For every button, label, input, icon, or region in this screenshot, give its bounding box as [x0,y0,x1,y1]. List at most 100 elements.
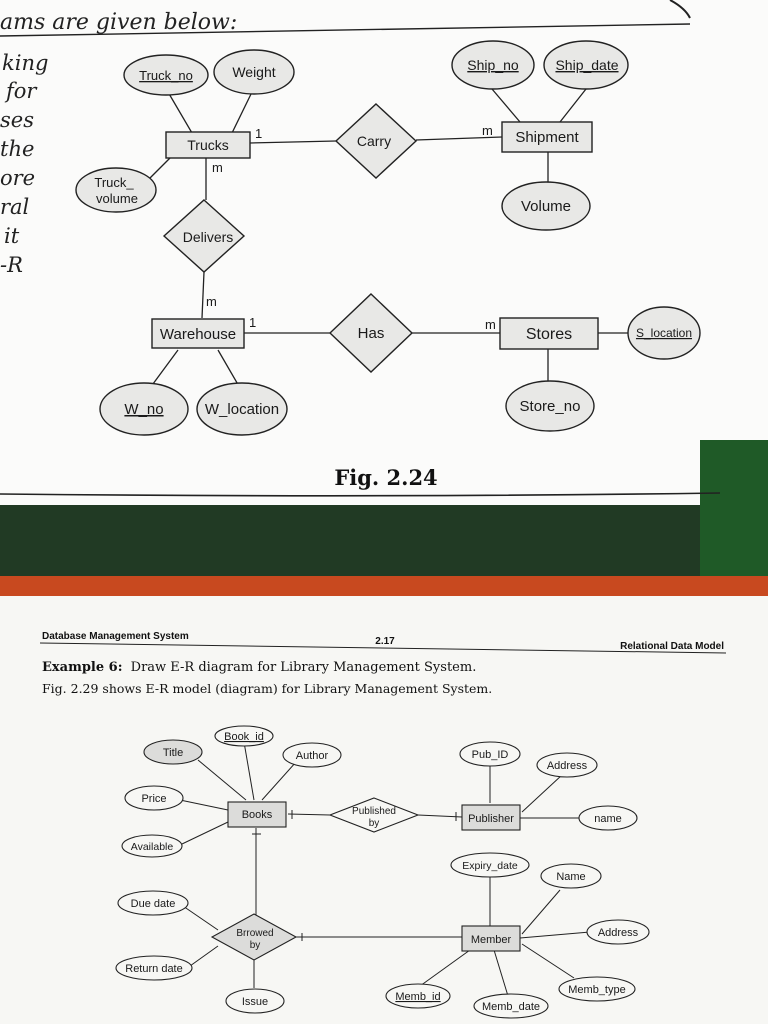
author-label: Author [296,750,329,762]
running-header-right: Relational Data Model [620,641,724,652]
ship-date-label: Ship_date [555,57,618,73]
member-address-label: Address [598,927,639,939]
memb-id-attribute [385,983,451,1009]
top-rule [0,23,691,37]
price-label: Price [141,793,166,805]
expiry-date-label: Expiry_date [462,860,518,872]
memb-date-label: Memb_date [482,1001,540,1013]
issue-attribute [225,988,285,1014]
weight-attribute [213,49,295,95]
w-location-attribute [196,382,288,436]
margin-word: it [4,224,20,248]
pub-id-attribute [459,741,521,767]
example-text: Draw E-R diagram for Library Management … [131,660,477,675]
brrowed-by-relationship [210,913,298,961]
truck-no-attribute [123,54,209,96]
margin-word: the [0,137,34,161]
memb-type-attribute [558,976,636,1002]
member-label: Member [471,934,512,946]
margin-word: ses [0,108,34,132]
w-location-label: W_location [205,401,279,418]
example-label: Example 6: [42,660,123,675]
return-date-attribute [115,955,193,981]
cardinality-has-stores: m [485,317,496,332]
author-attribute [282,742,342,768]
member-name-attribute [540,863,602,889]
published-label-line1: Published [352,806,396,817]
return-date-label: Return date [125,963,182,975]
pub-id-label: Pub_ID [472,749,509,761]
truck-volume-label-line1: Truck_ [94,175,134,190]
stores-label: Stores [526,326,572,343]
issue-label: Issue [242,996,268,1008]
carry-relationship [334,103,418,179]
s-location-attribute [627,306,701,360]
publisher-name-label: name [594,813,622,825]
has-relationship [328,293,414,373]
memb-id-label: Memb_id [395,991,440,1003]
example-line: Example 6: Draw E-R diagram for Library … [42,660,476,675]
publisher-address-attribute [536,752,598,778]
published-label-line2: by [369,818,380,829]
volume-attribute [501,181,591,231]
running-header-left: Database Management System [42,631,189,642]
available-attribute [121,834,183,858]
price-attribute [124,785,184,811]
memb-type-label: Memb_type [568,984,625,996]
s-location-label: S_location [636,326,692,340]
trucks-label: Trucks [187,137,228,153]
memb-date-attribute [473,993,549,1019]
figure-intro-text: Fig. 2.29 shows E-R model (diagram) for … [42,681,492,696]
orange-page-edge [0,576,768,598]
carry-label: Carry [357,133,391,149]
top-attribute-ovals [75,40,701,436]
has-label: Has [358,325,385,342]
running-header: Database Management System 2.17 Relation… [39,631,727,654]
margin-word: -R [0,253,23,277]
running-header-rule [39,642,727,654]
title-attribute [143,739,203,765]
delivers-label: Delivers [183,229,234,245]
due-date-label: Due date [131,898,176,910]
figure-caption: Fig. 2.24 [334,465,437,490]
bottom-relationship-diamonds [210,797,420,961]
bottom-cardinality-ticks [252,810,457,941]
truck-volume-attribute [75,167,157,213]
expiry-date-attribute [450,852,530,878]
top-relationship-diamonds [162,103,418,373]
w-no-label: W_no [124,401,163,418]
truck-volume-label-line2: volume [96,191,138,206]
margin-text: king for ses the ore ral it -R [0,51,48,277]
store-no-label: Store_no [520,398,581,415]
page-shadow [0,505,768,580]
title-label: Title [163,747,183,759]
margin-word: for [4,79,38,103]
due-date-attribute [117,890,189,916]
truck-no-label: Truck_no [139,68,193,83]
member-address-attribute [586,919,650,945]
publisher-address-label: Address [547,760,588,772]
margin-word: ral [0,195,29,219]
book-id-attribute [214,725,274,747]
volume-label: Volume [521,198,571,215]
brrowed-label-line1: Brrowed [236,928,273,939]
published-by-relationship [328,797,420,833]
ship-no-attribute [451,40,535,90]
books-label: Books [242,809,273,821]
ship-date-attribute [543,40,629,90]
brrowed-label-line2: by [250,940,261,951]
top-diagram-labels: Trucks Shipment Warehouse Stores Carry D… [94,57,692,418]
stores-entity [499,317,599,350]
available-label: Available [131,841,174,853]
bottom-attribute-ovals [115,725,650,1019]
margin-word: ore [0,166,35,190]
header-text: ams are given below: [0,10,237,35]
top-cardinalities: 1 m m m 1 m [206,123,496,332]
cardinality-carry-shipment: m [482,123,493,138]
bottom-diagram-labels: Books Publisher Member Published by Brro… [125,731,638,1013]
books-entity [227,801,287,828]
weight-label: Weight [232,64,275,80]
bottom-entity-boxes [227,801,521,952]
member-entity [461,925,521,952]
